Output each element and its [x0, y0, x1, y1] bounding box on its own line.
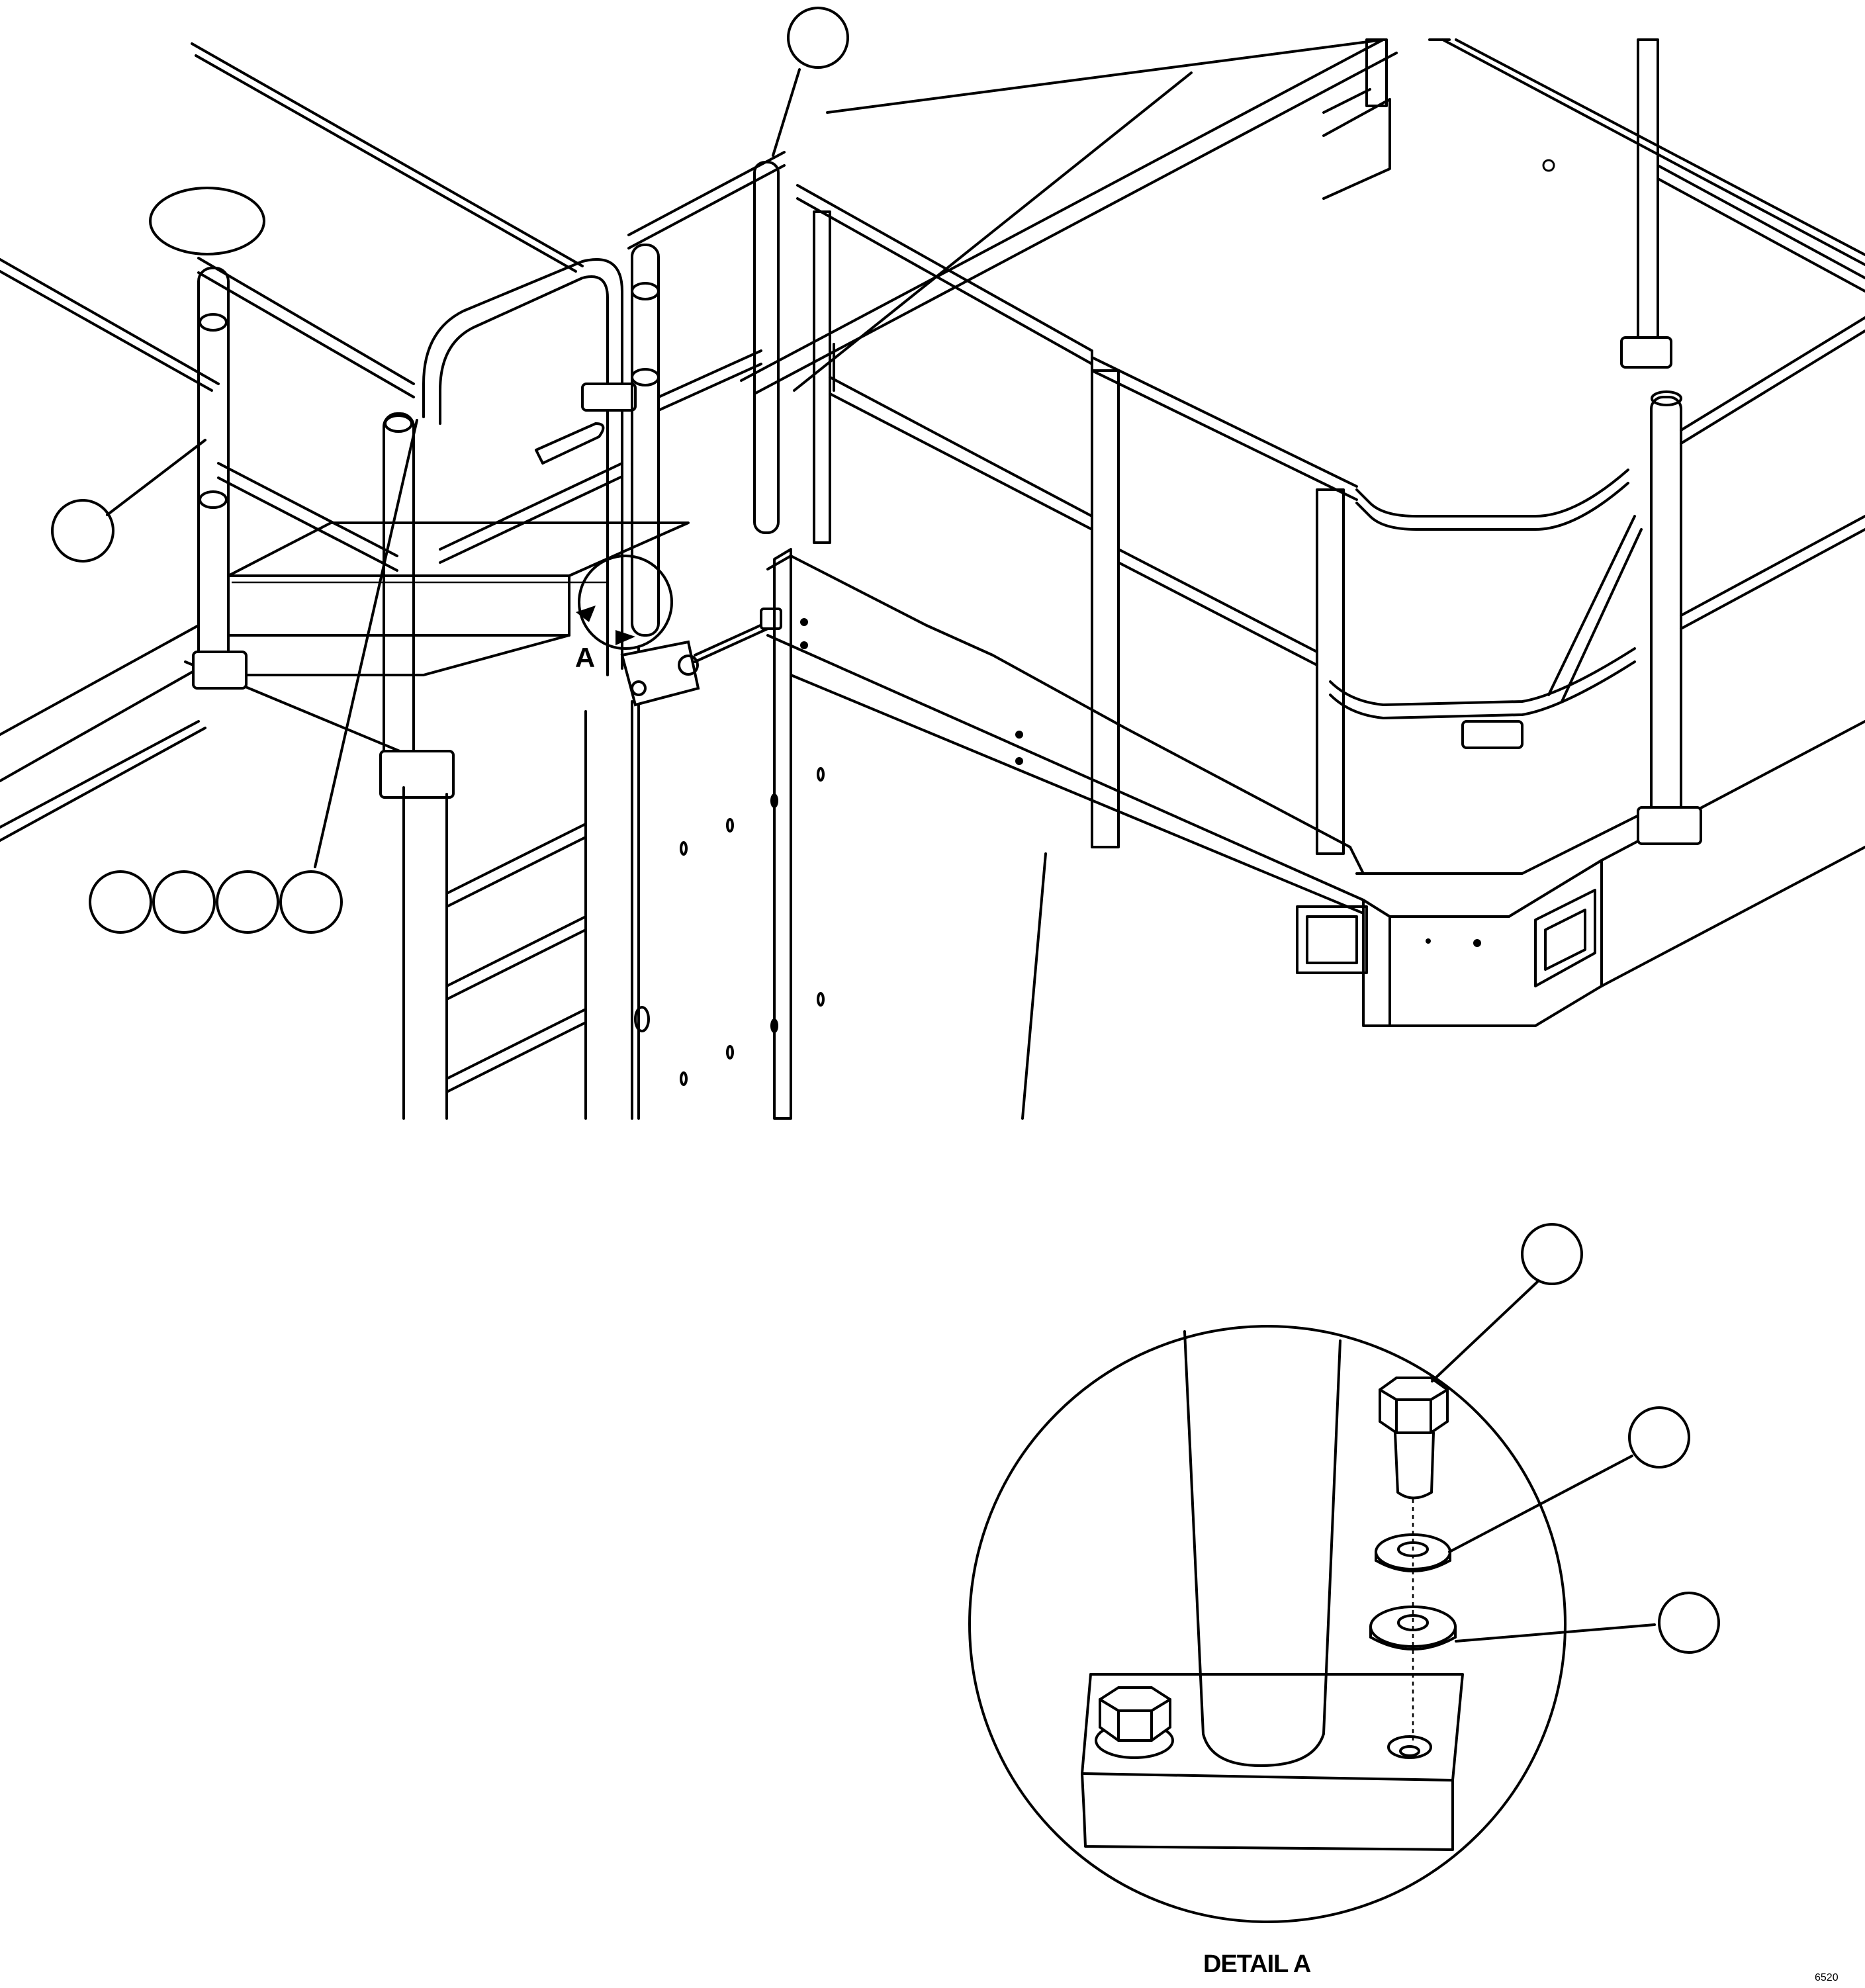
detail-base-plate	[1081, 1673, 1464, 1851]
callout-top-left-oval	[149, 187, 265, 255]
detail-a-marker-letter: A	[575, 642, 595, 673]
platform-railing	[796, 38, 1865, 855]
swing-gate	[422, 258, 637, 676]
vertical-ladder	[402, 647, 650, 1120]
pivot-bracket	[620, 608, 782, 707]
detail-installed-bolt	[1095, 1686, 1174, 1759]
callout-detail-bolt	[1521, 1223, 1583, 1285]
drawing-id: 6520	[1815, 1972, 1839, 1983]
short-handrail	[627, 151, 786, 637]
callout-group-of-four	[89, 870, 343, 934]
detail-a-marker	[576, 555, 673, 650]
detail-caption: DETAIL A	[1203, 1950, 1311, 1978]
callout-detail-flat-washer	[1658, 1592, 1720, 1654]
leader-lines	[106, 68, 801, 868]
callout-detail-lock-washer	[1628, 1406, 1690, 1468]
left-handrail-frame	[192, 257, 455, 799]
main-assembly-view: A	[0, 7, 1865, 1120]
detail-a-view	[968, 1223, 1720, 1923]
callout-left-handrail	[51, 499, 114, 563]
rear-deck-edge	[740, 38, 1398, 395]
detail-exploded-bolt	[1379, 1377, 1449, 1500]
main-platform	[766, 38, 1865, 1120]
panel-holes	[680, 159, 1555, 1086]
left-walkway-deck	[0, 42, 609, 842]
callout-top-center	[787, 7, 849, 69]
